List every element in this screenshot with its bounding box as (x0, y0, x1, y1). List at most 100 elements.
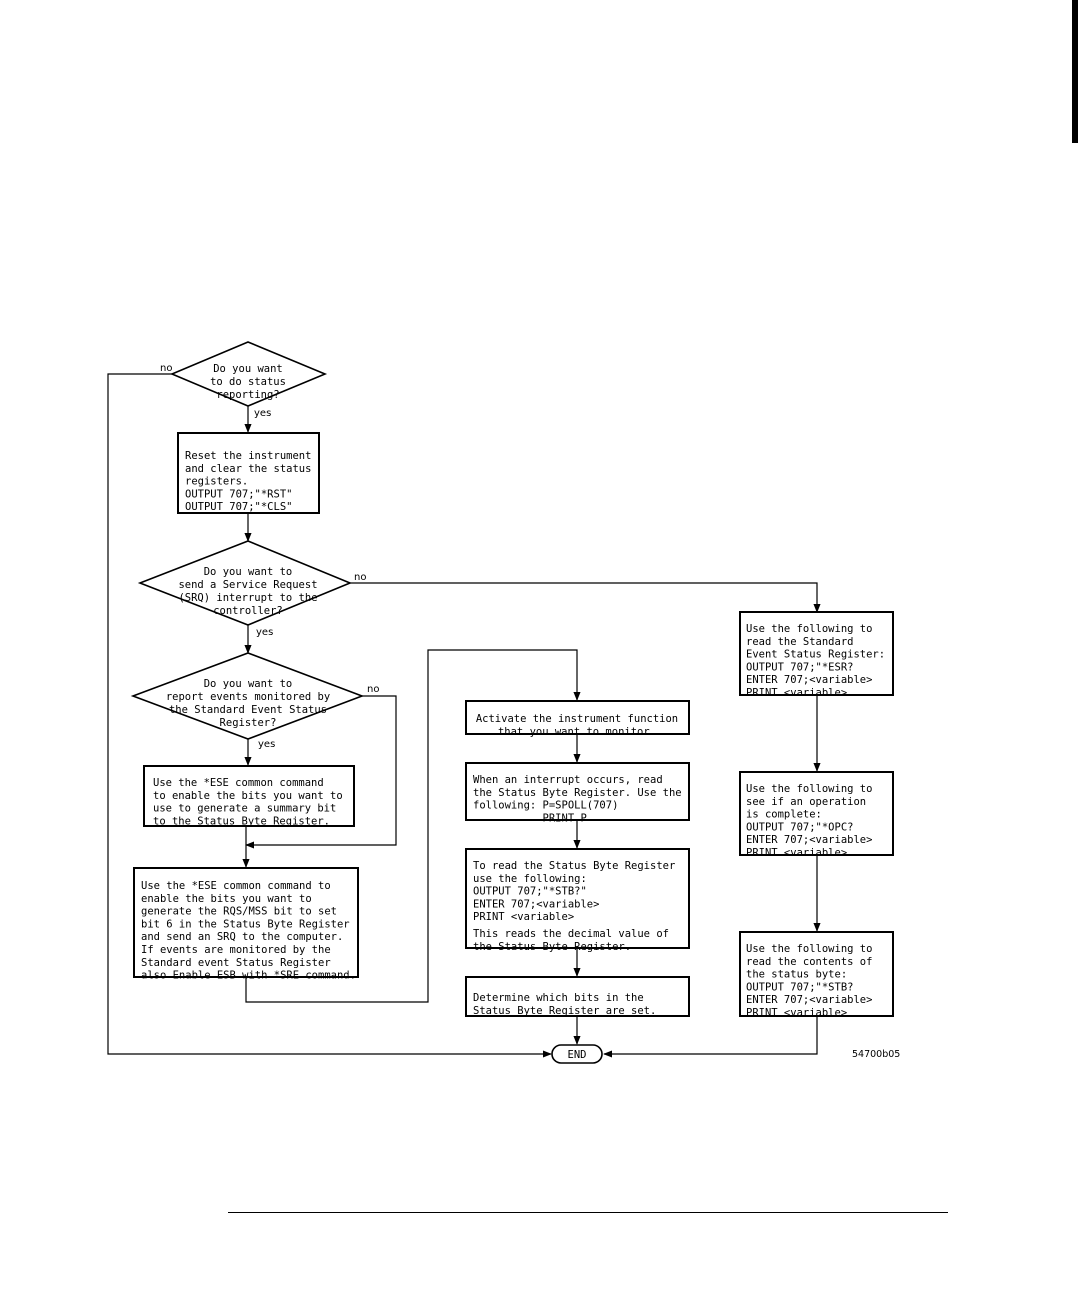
connector-no-srq-to-esr (350, 582, 821, 613)
connectors (107, 373, 821, 1058)
text-line: When an interrupt occurs, read (473, 774, 663, 786)
text-line: read the Standard (746, 636, 853, 648)
text-line: the Standard Event Status (169, 704, 327, 716)
text-line: PRINT <variable> (746, 847, 847, 859)
text-line: PRINT P (473, 812, 587, 824)
text-line: controller? (213, 605, 283, 617)
decision-report-events (130, 652, 365, 740)
text-line: enable the bits you want to (141, 893, 312, 905)
text-line: This reads the decimal value of (473, 928, 669, 940)
text-line: ENTER 707;<variable> (473, 898, 599, 910)
connector-no-events-bypass (245, 695, 397, 849)
text-line: If events are monitored by the (141, 944, 331, 956)
page-edge-tab (1072, 0, 1078, 143)
text-line: the Status Byte Register. (473, 941, 631, 953)
terminal-end (551, 1044, 603, 1064)
text-line: ENTER 707;<variable> (746, 994, 872, 1006)
label-yes-events: yes (258, 739, 275, 750)
box-interrupt (465, 762, 690, 821)
text-line: registers. (185, 476, 248, 488)
text-line: PRINT <variable> (473, 911, 574, 923)
text-line: ENTER 707;<variable> (746, 674, 872, 686)
text-line: use the following: (473, 873, 587, 885)
text-line: OUTPUT 707;"*RST" (185, 488, 292, 500)
box-opc (739, 771, 894, 856)
label-no-events: no (367, 684, 379, 695)
text-line: report events monitored by (166, 691, 330, 703)
text-line: bit 6 in the Status Byte Register (141, 918, 350, 930)
label-yes-srq: yes (256, 627, 273, 638)
text-line: also Enable ESB with *SRE command. (141, 970, 356, 982)
connector-sre-to-activate (245, 649, 581, 1003)
text-line: to do status (210, 376, 286, 388)
text-line: the status byte: (746, 969, 847, 981)
text-line: generate the RQS/MSS bit to set (141, 906, 337, 918)
connector-no-status-to-end (107, 373, 552, 1058)
text-line: OUTPUT 707;"*STB?" (473, 886, 587, 898)
text-line: Standard event Status Register (141, 957, 331, 969)
text-line: is complete: (746, 809, 822, 821)
text-line: Do you want (213, 363, 283, 375)
label-yes-status: yes (254, 408, 271, 419)
box-ese-enable (143, 765, 355, 827)
box-read-stb (465, 848, 690, 949)
text-line: Determine which bits in the (473, 992, 644, 1004)
text-line: send a Service Request (178, 579, 317, 591)
text-line: Do you want to (204, 566, 293, 578)
text-line: Use the following to (746, 623, 872, 635)
label-no-status: no (160, 363, 172, 374)
text-line: see if an operation (746, 796, 866, 808)
label-no-srq: no (354, 572, 366, 583)
text-line: PRINT <variable> (746, 687, 847, 699)
text-line: read the contents of (746, 956, 872, 968)
decision-srq (137, 540, 353, 626)
text-line: Do you want to (204, 678, 293, 690)
box-determine (465, 976, 690, 1017)
text-line: the Status Byte Register. Use the (473, 787, 682, 799)
text-line: that you want to monitor. (498, 726, 656, 738)
text-line: Use the following to (746, 943, 872, 955)
text-line: reporting? (216, 389, 279, 401)
text-line: Activate the instrument function (476, 713, 678, 725)
decision-status-reporting (169, 341, 328, 407)
text-line: following: P=SPOLL(707) (473, 800, 618, 812)
text-line: OUTPUT 707;"*STB? (746, 981, 853, 993)
text-line: OUTPUT 707;"*OPC? (746, 821, 853, 833)
text-line: Status Byte Register are set. (473, 1005, 656, 1017)
box-activate (465, 700, 690, 735)
text-line: OUTPUT 707;"*CLS" (185, 501, 292, 513)
text-line: (SRQ) interrupt to the (178, 592, 317, 604)
text-line: Register? (220, 717, 277, 729)
box-read-esr (739, 611, 894, 696)
box-status-byte (739, 931, 894, 1017)
text-line: OUTPUT 707;"*ESR? (746, 661, 853, 673)
text-line: Use the *ESE common command (153, 777, 324, 789)
text-line: to the Status Byte Register. (153, 815, 330, 827)
text-line: and send an SRQ to the computer. (141, 931, 343, 943)
figure-id: 54700b05 (852, 1049, 900, 1060)
connector-statusbyte-to-end (603, 1016, 818, 1058)
text-line: Event Status Register: (746, 649, 885, 661)
text-line: use to generate a summary bit (153, 803, 336, 815)
text-line: PRINT <variable> (746, 1007, 847, 1019)
text-line: and clear the status (185, 463, 311, 475)
text-line: ENTER 707;<variable> (746, 834, 872, 846)
text-line: Use the *ESE common command to (141, 880, 331, 892)
terminal-end-label: END (568, 1049, 587, 1061)
footer-rule (228, 1212, 948, 1213)
text-line: Reset the instrument (185, 450, 311, 462)
